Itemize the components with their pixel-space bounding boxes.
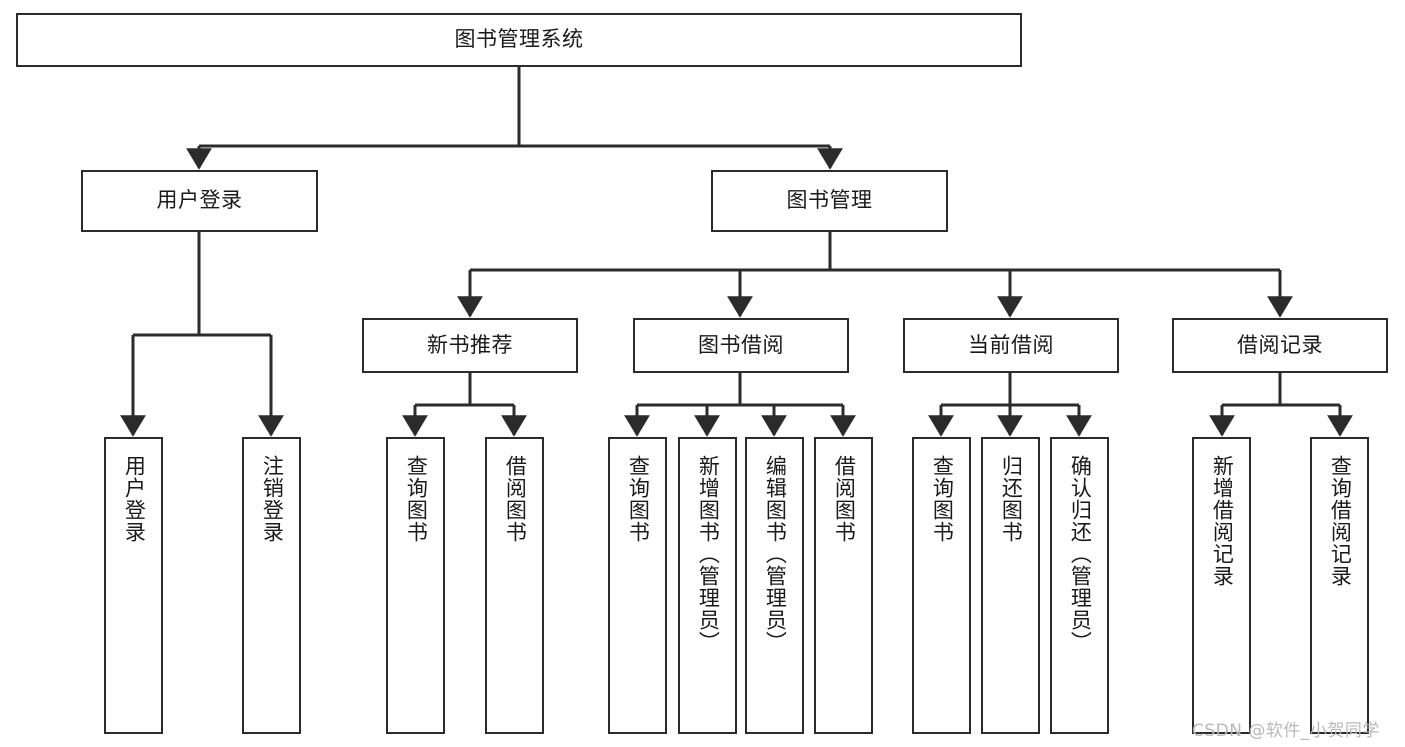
leaf-borrow-book-borrow[interactable]: 借阅图书: [814, 437, 873, 734]
leaf-edit-book-admin[interactable]: 编辑图书（管理员）: [745, 437, 804, 734]
node-root-label: 图书管理系统: [454, 27, 584, 52]
leaf-user-login-label: 用户登录: [122, 455, 147, 543]
csdn-watermark: CSDN @软件_小贺同学: [1192, 721, 1380, 741]
leaf-borrow-book-newbook-label: 借阅图书: [503, 455, 528, 543]
leaf-return-book-label: 归还图书: [999, 455, 1024, 543]
leaf-borrow-book-borrow-label: 借阅图书: [832, 455, 857, 543]
leaf-return-book[interactable]: 归还图书: [981, 437, 1040, 734]
node-book-borrow-label: 图书借阅: [698, 332, 784, 357]
node-user-login[interactable]: 用户登录: [81, 170, 318, 232]
node-borrow-records[interactable]: 借阅记录: [1172, 318, 1388, 373]
leaf-confirm-return-admin-label: 确认归还（管理员）: [1068, 455, 1093, 653]
node-book-borrow[interactable]: 图书借阅: [633, 318, 849, 373]
leaf-add-book-admin-label: 新增图书（管理员）: [696, 455, 721, 653]
node-book-management[interactable]: 图书管理: [711, 170, 948, 232]
node-current-borrow-label: 当前借阅: [968, 332, 1054, 357]
node-user-login-label: 用户登录: [156, 188, 243, 213]
leaf-query-book-current-label: 查询图书: [930, 455, 955, 543]
node-book-management-label: 图书管理: [786, 188, 873, 213]
leaf-add-book-admin[interactable]: 新增图书（管理员）: [678, 437, 737, 734]
node-root[interactable]: 图书管理系统: [16, 13, 1022, 67]
leaf-logout-label: 注销登录: [260, 455, 285, 543]
leaf-query-borrow-record-label: 查询借阅记录: [1328, 455, 1353, 587]
leaf-add-borrow-record-label: 新增借阅记录: [1210, 455, 1235, 587]
node-new-book-recommend[interactable]: 新书推荐: [362, 318, 578, 373]
node-borrow-records-label: 借阅记录: [1237, 332, 1323, 357]
leaf-borrow-book-newbook[interactable]: 借阅图书: [485, 437, 544, 734]
leaf-query-borrow-record[interactable]: 查询借阅记录: [1310, 437, 1369, 734]
leaf-confirm-return-admin[interactable]: 确认归还（管理员）: [1050, 437, 1109, 734]
leaf-add-borrow-record[interactable]: 新增借阅记录: [1192, 437, 1251, 734]
leaf-query-book-newbook-label: 查询图书: [404, 455, 429, 543]
leaf-logout[interactable]: 注销登录: [242, 437, 301, 734]
leaf-query-book-current[interactable]: 查询图书: [912, 437, 971, 734]
node-current-borrow[interactable]: 当前借阅: [903, 318, 1119, 373]
leaf-query-book-borrow-label: 查询图书: [626, 455, 651, 543]
leaf-query-book-newbook[interactable]: 查询图书: [386, 437, 445, 734]
leaf-user-login[interactable]: 用户登录: [104, 437, 163, 734]
leaf-query-book-borrow[interactable]: 查询图书: [608, 437, 667, 734]
leaf-edit-book-admin-label: 编辑图书（管理员）: [763, 455, 788, 653]
node-new-book-recommend-label: 新书推荐: [427, 332, 513, 357]
